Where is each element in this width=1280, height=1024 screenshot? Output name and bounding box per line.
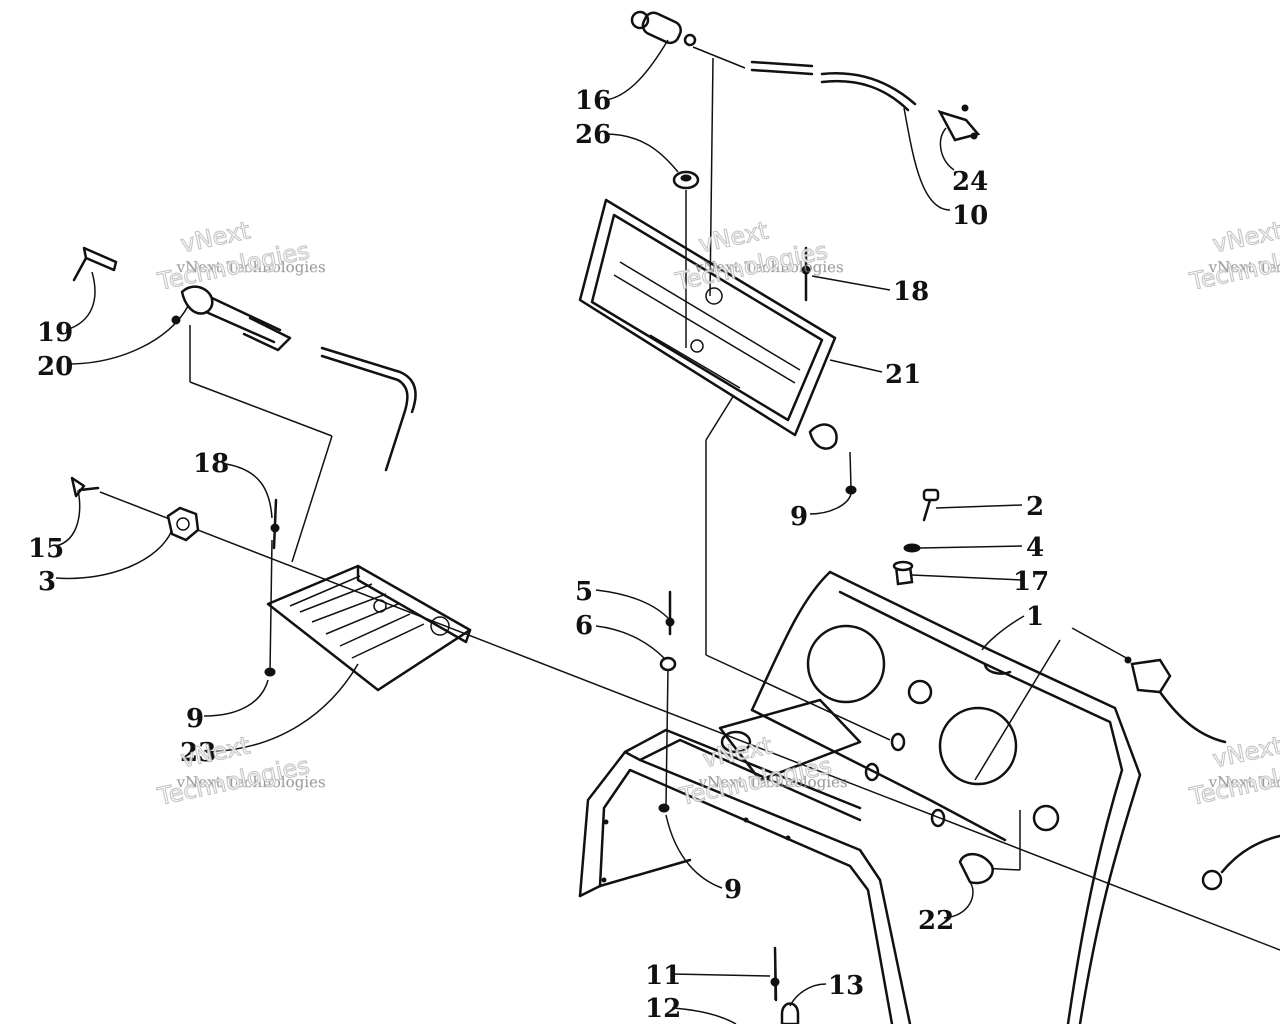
callout-leaders bbox=[55, 39, 1025, 1024]
callout-label: 20 bbox=[37, 352, 73, 382]
callout-label: 12 bbox=[645, 994, 681, 1024]
part-21-nameplate bbox=[578, 198, 837, 437]
callout-label: 26 bbox=[575, 120, 611, 150]
part-10-fuel-hose bbox=[750, 60, 917, 112]
part-24-primer-valve bbox=[937, 104, 981, 142]
watermark-company: vNext Technologies bbox=[1208, 258, 1280, 276]
callout-label: 4 bbox=[1026, 533, 1044, 563]
part-3-nut bbox=[166, 506, 200, 542]
leader-lines bbox=[99, 46, 1280, 1000]
callout-label: 3 bbox=[38, 567, 56, 597]
part-19-bracket bbox=[72, 246, 118, 282]
callout-label: 1 bbox=[1026, 602, 1044, 632]
callout-label: 2 bbox=[1026, 492, 1044, 522]
nut-right bbox=[1201, 834, 1280, 891]
callout-label: 22 bbox=[918, 906, 954, 936]
watermarks: vNext vNext Technologies Technologies vN… bbox=[154, 216, 1280, 812]
callout-label: 9 bbox=[724, 875, 742, 905]
watermark: vNext vNext Technologies Technologies bbox=[154, 216, 326, 297]
part-18-screw-top bbox=[801, 246, 811, 302]
part-2-bolt bbox=[922, 488, 940, 522]
part-4-washer bbox=[903, 543, 921, 553]
callout-label: 23 bbox=[180, 738, 216, 768]
callout-label: 11 bbox=[645, 961, 681, 991]
part-13-nut bbox=[780, 1002, 800, 1024]
watermark-company: vNext Technologies bbox=[176, 258, 326, 276]
watermark-company: vNext Technologies bbox=[176, 773, 326, 791]
part-15-screw bbox=[70, 476, 100, 498]
part-26-grommet bbox=[672, 170, 700, 190]
part-5-screw bbox=[665, 590, 675, 636]
callout-label: 19 bbox=[37, 318, 73, 348]
watermark-company: vNext Technologies bbox=[698, 773, 848, 791]
callout-label: 16 bbox=[575, 86, 611, 116]
watermark: vNext vNext Technologies Technologies bbox=[154, 731, 326, 812]
watermark: vNext vNext Technologies Technologies bbox=[1186, 731, 1280, 812]
callout-label: 9 bbox=[790, 502, 808, 532]
part-17-grommet bbox=[892, 560, 914, 586]
part-18-screw-left bbox=[270, 498, 280, 550]
watermark: vNext vNext Technologies Technologies bbox=[672, 216, 844, 297]
watermark-company: vNext Technologies bbox=[694, 258, 844, 276]
callout-label: 15 bbox=[28, 534, 64, 564]
callout-label: 13 bbox=[828, 971, 864, 1001]
callout-labels: 16 26 24 10 18 21 19 20 18 9 2 4 15 3 17… bbox=[28, 86, 1049, 1024]
callout-label: 9 bbox=[186, 704, 204, 734]
callout-label: 18 bbox=[893, 277, 929, 307]
part-1-dash-panel bbox=[750, 570, 1142, 1024]
callout-label: 17 bbox=[1013, 567, 1049, 597]
part-9-clip-bottom bbox=[658, 803, 670, 813]
part-11-screw bbox=[770, 946, 780, 1002]
callout-label: 10 bbox=[952, 201, 988, 231]
callout-label: 5 bbox=[575, 577, 593, 607]
part-6-nut bbox=[659, 656, 677, 672]
part-16-fuel-fitting bbox=[630, 10, 697, 47]
dash-frame bbox=[578, 698, 912, 1024]
callout-label: 21 bbox=[885, 360, 921, 390]
callout-label: 6 bbox=[575, 611, 593, 641]
part-23-mounting-plate bbox=[264, 564, 472, 692]
part-22-light-bulb bbox=[958, 853, 994, 885]
watermark: vNext vNext Technologies Technologies bbox=[1186, 216, 1280, 297]
switch-right bbox=[1124, 656, 1227, 744]
part-9-clip-mid bbox=[808, 423, 857, 495]
watermark-company: vNext Technologies bbox=[1208, 773, 1280, 791]
callout-label: 24 bbox=[952, 167, 988, 197]
part-20-throttle-cable bbox=[171, 285, 417, 472]
callout-label: 18 bbox=[193, 449, 229, 479]
